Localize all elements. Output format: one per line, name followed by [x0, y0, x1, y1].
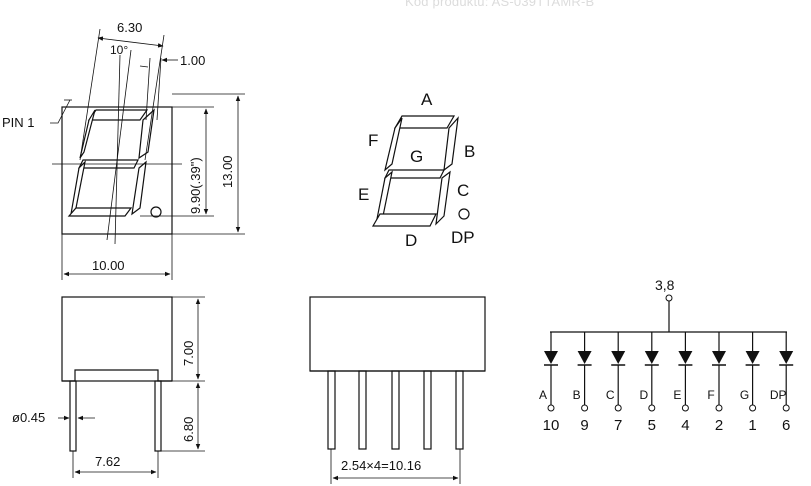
- segment-label-g: G: [410, 147, 423, 166]
- bottom-body-outline: [309, 296, 486, 372]
- diode-b-pin-number: 9: [580, 417, 588, 434]
- diode-f-pin-number: 2: [715, 417, 723, 434]
- overall-width-dim-label: 10.00: [92, 258, 125, 273]
- diode-a-pin-number: 10: [543, 417, 560, 434]
- pin-diameter-dim-label: ø0.45: [12, 410, 45, 425]
- diode-g-symbol: [745, 351, 760, 364]
- body-height-dim-label: 7.00: [181, 341, 196, 366]
- diode-a-segment-label: A: [539, 388, 547, 402]
- segment-label-c: C: [457, 181, 469, 200]
- segment-label-b: B: [464, 142, 475, 161]
- side-body-outline: [61, 296, 173, 382]
- diode-d-pin-number: 5: [648, 417, 656, 434]
- diode-e-pin-number: 4: [681, 417, 689, 434]
- diode-f-symbol: [712, 351, 726, 364]
- diode-c-segment-label: C: [606, 388, 615, 402]
- watermark: Kod produktu: AS-039TTAMR-B: [405, 0, 595, 9]
- front-view: 6.30 10° 1.00 PIN 1 9.90(.39") 13.00 10.…: [2, 20, 245, 280]
- diode-dp-pin-terminal: [782, 404, 790, 412]
- diode-d-segment-label: D: [639, 388, 648, 402]
- diode-f-segment-label: F: [707, 388, 714, 402]
- width-dim-label: 6.30: [117, 20, 142, 35]
- side-view: 7.00 6.80 ø0.45 7.62: [12, 296, 205, 478]
- stroke-dim-label: 1.00: [180, 53, 205, 68]
- diode-g-pin-terminal: [749, 404, 757, 412]
- diode-dp-segment-label: DP: [770, 388, 787, 402]
- pin1-label: PIN 1: [2, 115, 35, 130]
- diode-dp-symbol: [779, 351, 794, 364]
- segment-label-f: F: [368, 131, 378, 150]
- bottom-view: 2.54×4=10.16: [309, 296, 486, 484]
- slant-angle-label: 10°: [110, 43, 128, 57]
- diode-c-pin-number: 7: [614, 417, 622, 434]
- diode-f-pin-terminal: [715, 404, 723, 412]
- circuit-diagram: 3,8 A 10 B 9 C 7 D 5 E 4 F 2 G 1 DP 6: [539, 277, 794, 434]
- common-pins-label: 3,8: [655, 277, 675, 293]
- segment-label-a: A: [421, 90, 433, 109]
- diode-c-symbol: [611, 351, 626, 364]
- diode-b-symbol: [577, 351, 592, 364]
- overall-height-dim-label: 13.00: [220, 155, 235, 188]
- digit-height-dim-label: 9.90(.39"): [188, 157, 203, 214]
- diode-b-segment-label: B: [573, 388, 581, 402]
- diode-a-symbol: [544, 351, 558, 364]
- diode-g-segment-label: G: [740, 388, 749, 402]
- diode-a-pin-terminal: [547, 404, 555, 412]
- row-spacing-dim-label: 7.62: [95, 454, 120, 469]
- segment-map: A B C D E F G DP: [358, 90, 475, 250]
- segment-label-e: E: [358, 185, 369, 204]
- diode-e-segment-label: E: [673, 388, 681, 402]
- segment-label-dp: DP: [451, 228, 475, 247]
- diode-dp-pin-number: 6: [782, 417, 790, 434]
- display-body-outline: [61, 106, 173, 235]
- bottom-pins: [327, 370, 464, 450]
- front-digit: [67, 108, 162, 218]
- diode-e-pin-terminal: [681, 404, 689, 412]
- diode-g-pin-number: 1: [748, 417, 756, 434]
- segment-label-d: D: [405, 231, 417, 250]
- diode-e-symbol: [678, 351, 693, 364]
- diode-b-pin-terminal: [581, 404, 589, 412]
- led-diodes: A 10 B 9 C 7 D 5 E 4 F 2 G 1 DP 6: [539, 332, 794, 434]
- diode-d-pin-terminal: [648, 404, 656, 412]
- diode-c-pin-terminal: [614, 404, 622, 412]
- pitch-dim-label: 2.54×4=10.16: [341, 458, 421, 473]
- diode-d-symbol: [644, 351, 659, 364]
- pin-length-dim-label: 6.80: [181, 417, 196, 442]
